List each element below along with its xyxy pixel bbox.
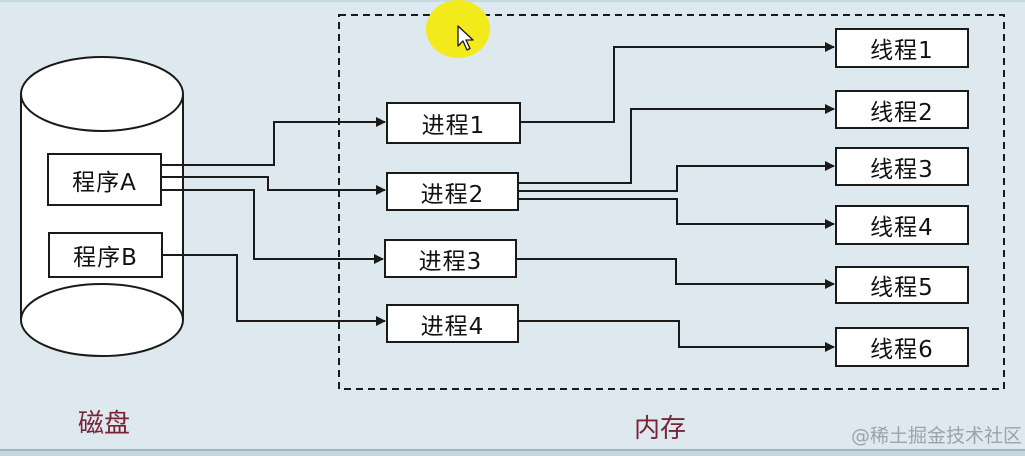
thread-2-label: 线程2	[870, 99, 934, 126]
process-2-label: 进程2	[420, 181, 485, 208]
disk-label: 磁盘	[78, 409, 131, 439]
process-1-label: 进程1	[421, 113, 486, 139]
connector-process2-thread4	[518, 198, 835, 229]
thread-4-label: 线程4	[870, 215, 934, 241]
program-b-box: 程序B	[48, 232, 163, 278]
thread-5-label: 线程5	[870, 275, 934, 301]
connector-programB-process4	[162, 254, 386, 326]
thread-6-box: 线程6	[835, 327, 969, 367]
connector-programA-process1	[161, 117, 386, 166]
thread-1-label: 线程1	[870, 38, 934, 64]
process-3-label: 进程3	[418, 248, 483, 275]
program-a-label: 程序A	[72, 169, 137, 196]
thread-1-box: 线程1	[835, 28, 969, 68]
connector-process2-thread3	[518, 161, 835, 192]
thread-2-box: 线程2	[835, 90, 969, 129]
memory-label: 内存	[634, 414, 687, 444]
mouse-cursor-icon	[457, 25, 474, 51]
connector-process1-thread1	[521, 42, 835, 123]
thread-3-label: 线程3	[870, 156, 934, 183]
process-4-label: 进程4	[420, 313, 485, 340]
thread-4-box: 线程4	[835, 205, 969, 245]
disk-cylinder	[20, 56, 184, 357]
connector-programA-process3	[161, 189, 384, 264]
thread-3-box: 线程3	[835, 147, 969, 186]
process-4-box: 进程4	[386, 304, 519, 343]
program-a-box: 程序A	[47, 153, 162, 206]
connector-process3-thread5	[516, 258, 835, 289]
watermark-text: @稀土掘金技术社区	[851, 425, 1023, 447]
process-1-box: 进程1	[386, 102, 521, 144]
window-bottom-edge	[0, 449, 1025, 456]
memory-region	[338, 14, 1005, 390]
window-top-edge	[0, 0, 1025, 2]
connector-programA-process2	[161, 176, 386, 195]
program-b-label: 程序B	[73, 245, 138, 271]
thread-6-label: 线程6	[870, 337, 934, 363]
connector-process2-thread2	[518, 104, 835, 184]
process-2-box: 进程2	[386, 172, 519, 211]
connector-process4-thread6	[518, 320, 835, 352]
process-3-box: 进程3	[384, 239, 517, 278]
thread-5-box: 线程5	[835, 266, 969, 304]
